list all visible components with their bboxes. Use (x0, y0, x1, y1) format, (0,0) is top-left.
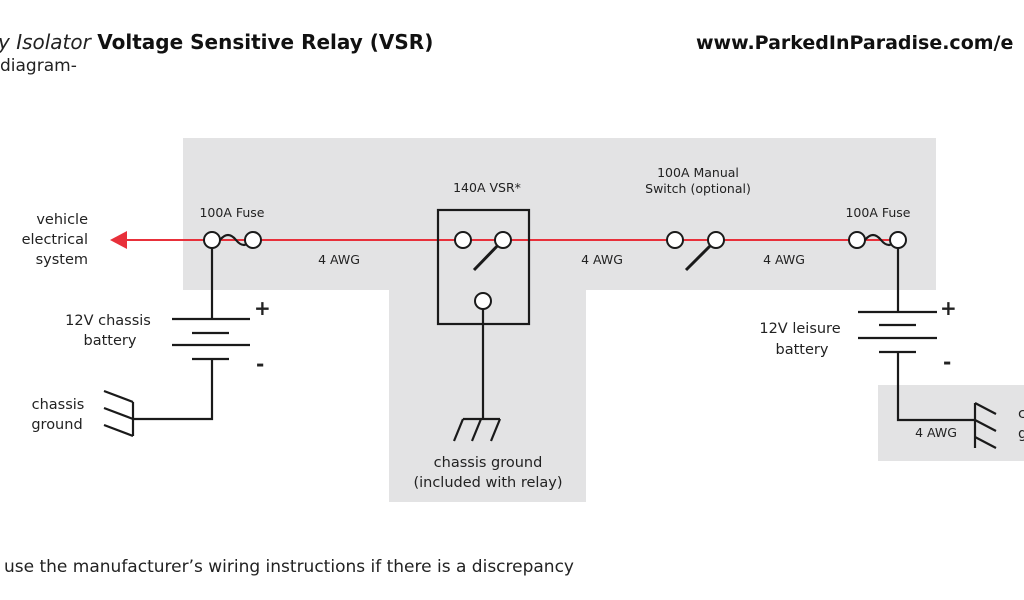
chassis-ground-right-label-1: c (1018, 406, 1024, 422)
chassis-ground-left-label-2: ground (31, 417, 82, 433)
chassis-ground-center-label-2: (included with relay) (413, 475, 562, 491)
awg-label-3: 4 AWG (763, 252, 805, 267)
fuse-right-terminal-a (848, 231, 866, 249)
chassis-ground-left-label-1: chassis (32, 397, 85, 413)
vehicle-label-1: vehicle (36, 212, 88, 228)
awg-label-4: 4 AWG (915, 425, 957, 440)
manual-switch-terminal-b (707, 231, 725, 249)
leisure-battery-label-1: 12V leisure (759, 321, 840, 337)
footer-note: use the manufacturer’s wiring instructio… (4, 557, 574, 577)
highlight-right-ground (878, 385, 1024, 461)
leisure-battery-minus: - (943, 350, 951, 374)
fuse-left-terminal-b (244, 231, 262, 249)
chassis-ground-center-label-1: chassis ground (434, 455, 543, 471)
chassis-battery-label-1: 12V chassis (65, 313, 151, 329)
chassis-battery-minus: - (256, 352, 264, 376)
manual-switch-label-1: 100A Manual (657, 165, 739, 180)
title-bold: Voltage Sensitive Relay (VSR) (97, 30, 434, 54)
vsr-terminal-out (494, 231, 512, 249)
vehicle-label-2: electrical (22, 232, 88, 248)
chassis-battery-symbol (133, 248, 250, 421)
subtitle: diagram- (0, 56, 77, 76)
vsr-label: 140A VSR* (453, 180, 521, 195)
ground-symbol-right (973, 402, 997, 449)
fuse-left-label: 100A Fuse (199, 205, 264, 220)
vsr-terminal-in (454, 231, 472, 249)
arrow-left-icon (110, 231, 127, 249)
chassis-battery-plus: + (254, 296, 271, 320)
leisure-battery-plus: + (940, 296, 957, 320)
manual-switch-terminal-a (666, 231, 684, 249)
ground-symbol-left (103, 389, 135, 438)
website-url: www.ParkedInParadise.com/e (696, 32, 1014, 54)
highlight-regions (183, 138, 1024, 502)
title-italic: y Isolator (0, 30, 91, 54)
highlight-main (183, 138, 936, 502)
fuse-left-terminal-a (203, 231, 221, 249)
vsr-terminal-ground (474, 292, 492, 310)
page-title: y Isolator Voltage Sensitive Relay (VSR) (0, 30, 433, 54)
manual-switch-label-2: Switch (optional) (645, 181, 751, 196)
chassis-ground-right-label-2: g (1018, 426, 1024, 442)
leisure-battery-symbol (858, 248, 975, 422)
awg-label-2: 4 AWG (581, 252, 623, 267)
chassis-battery-label-2: battery (84, 333, 137, 349)
ground-symbol-center (452, 417, 502, 442)
vehicle-label-3: system (36, 252, 88, 268)
leisure-battery-label-2: battery (776, 342, 829, 358)
awg-label-1: 4 AWG (318, 252, 360, 267)
fuse-right-terminal-b (889, 231, 907, 249)
fuse-right-label: 100A Fuse (845, 205, 910, 220)
